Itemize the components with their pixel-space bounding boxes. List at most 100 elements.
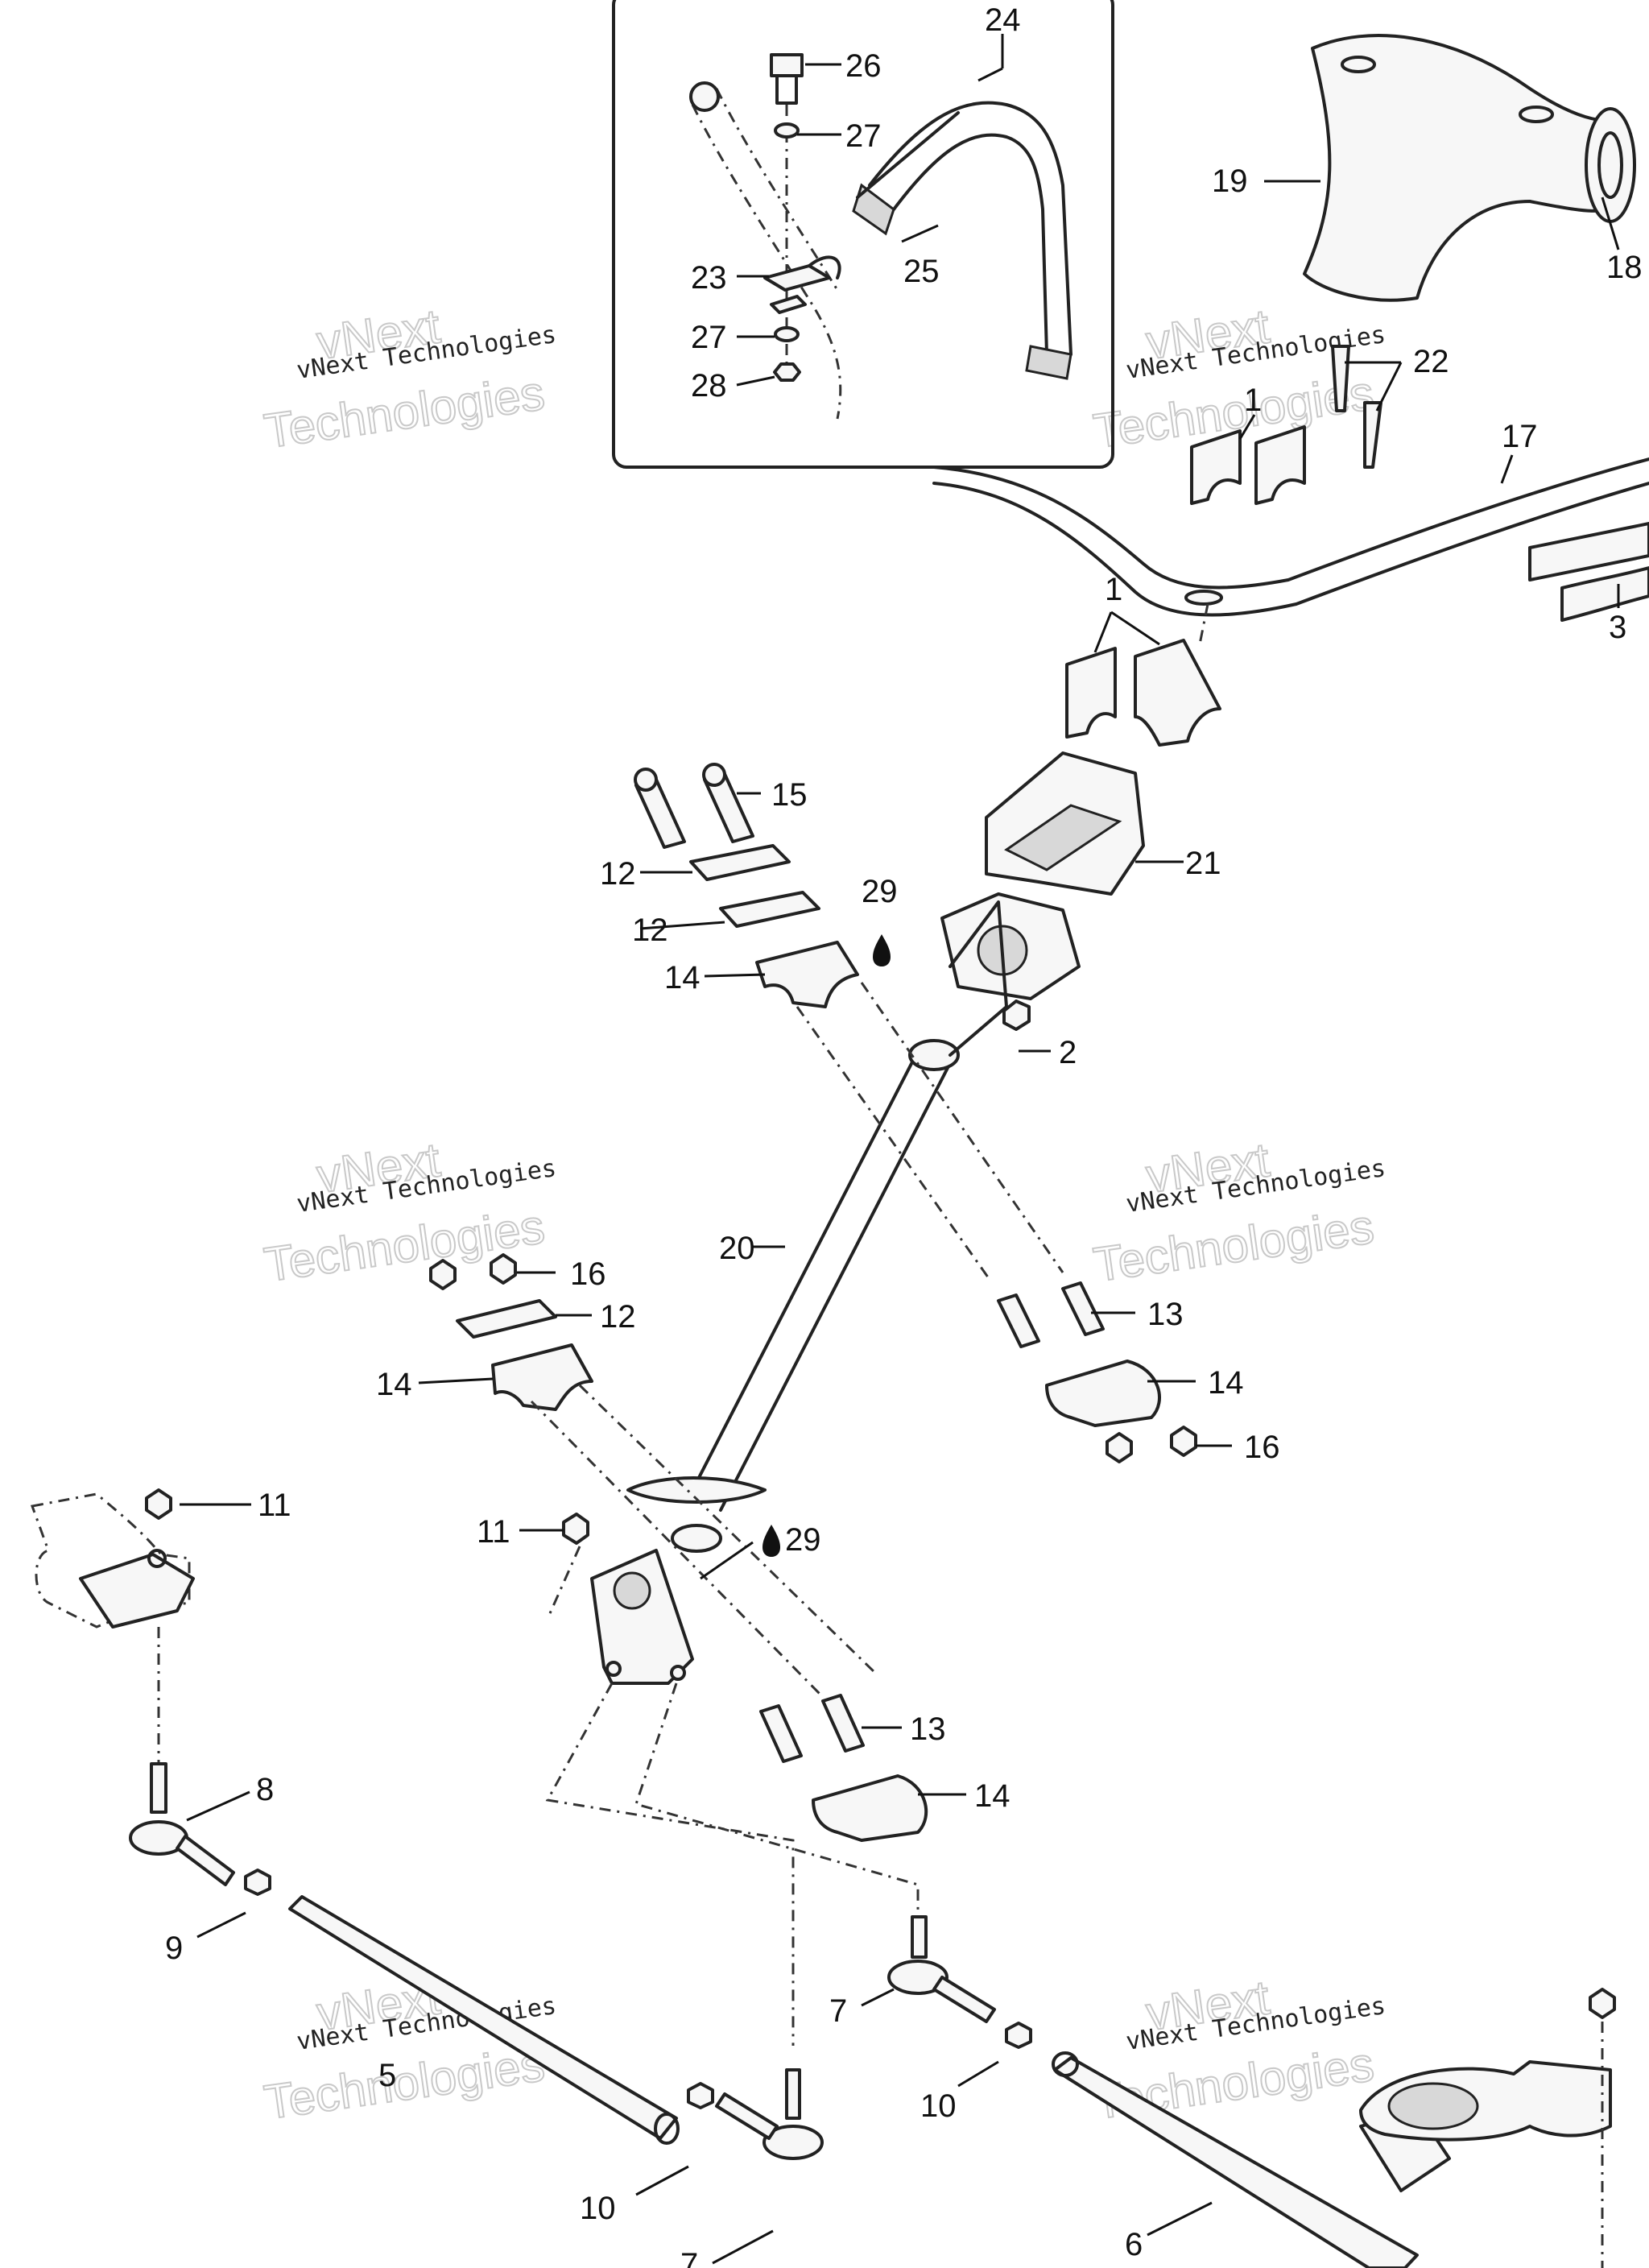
column-upper-joint	[948, 900, 1008, 1057]
nut-16-rb	[1170, 1426, 1197, 1457]
plate-12-upper-a	[689, 844, 791, 881]
leader-12b	[639, 921, 725, 930]
leader-7b	[712, 2229, 774, 2265]
lower-plate-bore	[613, 1571, 651, 1610]
tie-rod-5-end	[654, 2113, 680, 2145]
steering-column-20	[626, 900, 1008, 1553]
tie-end-8-stud	[150, 1762, 167, 1814]
watermark-1: vNext vNext Technologies Technologies	[260, 298, 558, 459]
bolt-15-a-head	[634, 768, 658, 792]
watermark-4: vNext vNext Technologies Technologies	[1089, 1132, 1387, 1293]
callout-16a: 16	[570, 1256, 606, 1292]
pad-24-inner	[892, 133, 1048, 356]
left-bracket	[79, 1553, 195, 1629]
bolt-26-shank	[775, 74, 798, 105]
center-linkage	[687, 1915, 1032, 2160]
leader-17	[1500, 454, 1514, 484]
nut-11-left	[145, 1488, 172, 1520]
leader-25	[901, 224, 939, 243]
leader-lines	[180, 34, 1620, 2265]
handlebar-17-bottom	[932, 482, 1649, 617]
callout-12a: 12	[600, 856, 636, 892]
callout-7b: 7	[680, 2247, 698, 2268]
pad-24-end	[852, 183, 895, 236]
left-linkage	[30, 1488, 680, 2145]
callout-19: 19	[1212, 163, 1248, 199]
guide-drag-link-b	[634, 1682, 920, 1913]
guide-center-nut	[546, 1546, 581, 1620]
nut-16-lb	[490, 1253, 517, 1285]
bolt-15-b-head	[702, 763, 726, 787]
grip-19-hole-b	[1519, 106, 1554, 123]
grip-19-body	[1303, 34, 1612, 302]
tie-end-7-lower-stud	[785, 2068, 801, 2120]
leader-14a	[704, 973, 766, 978]
washer-27a	[774, 122, 800, 139]
inset-bar-outline-a	[691, 104, 842, 420]
mount-14-upper	[755, 941, 859, 1008]
callout-1b: 1	[1105, 572, 1122, 607]
lower-plate-hole-b	[670, 1665, 686, 1681]
mount-14-right	[1045, 1360, 1161, 1427]
grip-end-18-inner	[1597, 131, 1623, 199]
callout-21: 21	[1185, 846, 1221, 881]
callout-29a: 29	[862, 874, 898, 909]
callouts: 26 27 23 27 28 24 25 19 18 22 1 17 3 1 1…	[165, 2, 1643, 2268]
leader-18	[1601, 197, 1620, 250]
callout-12b: 12	[632, 913, 668, 948]
callout-26: 26	[845, 48, 882, 84]
nut-28	[773, 362, 801, 382]
leader-14b	[418, 1377, 494, 1384]
clamp-1-upper-a	[1190, 429, 1242, 505]
nut-10-right	[1005, 2022, 1032, 2049]
riser-block-21-face	[1004, 804, 1122, 871]
callout-14c: 14	[1208, 1365, 1244, 1401]
lubricant-drop-icon-a	[873, 934, 891, 966]
guide-drag-link-a	[545, 1682, 795, 2046]
nut-16-la	[429, 1259, 457, 1290]
callout-23: 23	[691, 260, 727, 296]
callout-25: 25	[903, 254, 940, 289]
callout-16b: 16	[1244, 1430, 1280, 1465]
watermark-3: vNext vNext Technologies Technologies	[260, 1132, 558, 1293]
strip-25	[856, 111, 960, 199]
leader-7a	[861, 1988, 895, 2007]
callout-8: 8	[256, 1772, 274, 1807]
column-top-ring	[908, 1039, 960, 1071]
leader-10b	[635, 2165, 689, 2196]
nut-16-ra	[1106, 1432, 1133, 1463]
lubricant-drop-icon-b	[763, 1525, 780, 1557]
callout-12c: 12	[600, 1299, 636, 1335]
nut-11-center	[562, 1513, 589, 1545]
sleeve-13-la	[759, 1704, 803, 1763]
leader-1b-a	[1093, 611, 1113, 653]
inset-bar-outline-b	[715, 88, 839, 291]
clamp-23-curve	[808, 255, 841, 279]
grip-19-hole-a	[1341, 56, 1376, 73]
bolt-22-a	[1331, 345, 1350, 412]
leader-1b-b	[1110, 610, 1160, 646]
callout-10b: 10	[580, 2191, 616, 2226]
column-lower-ring	[671, 1524, 722, 1553]
callout-22: 22	[1413, 344, 1449, 379]
mount-14-left	[491, 1343, 593, 1411]
left-bracket-hole	[147, 1549, 167, 1568]
callout-7a: 7	[829, 1993, 847, 2029]
riser-axis	[1198, 603, 1209, 645]
right-linkage	[1052, 1988, 1616, 2268]
callout-10a: 10	[920, 2088, 957, 2124]
leader-9	[196, 1911, 246, 1939]
bolt-26-head	[770, 53, 804, 77]
sleeve-13-rb	[1061, 1281, 1105, 1336]
mount-hardware	[429, 763, 1197, 2046]
column-edge-b	[719, 1062, 952, 1512]
tie-rod-6	[1053, 2056, 1419, 2268]
column-lower-plate	[626, 1476, 767, 1504]
plate-12-left	[456, 1299, 557, 1339]
leader-22b	[1375, 362, 1403, 412]
grip-19	[1303, 34, 1636, 302]
callout-20: 20	[719, 1231, 755, 1266]
clamp-1-lower-a	[1065, 647, 1117, 739]
callout-29b: 29	[785, 1522, 821, 1558]
